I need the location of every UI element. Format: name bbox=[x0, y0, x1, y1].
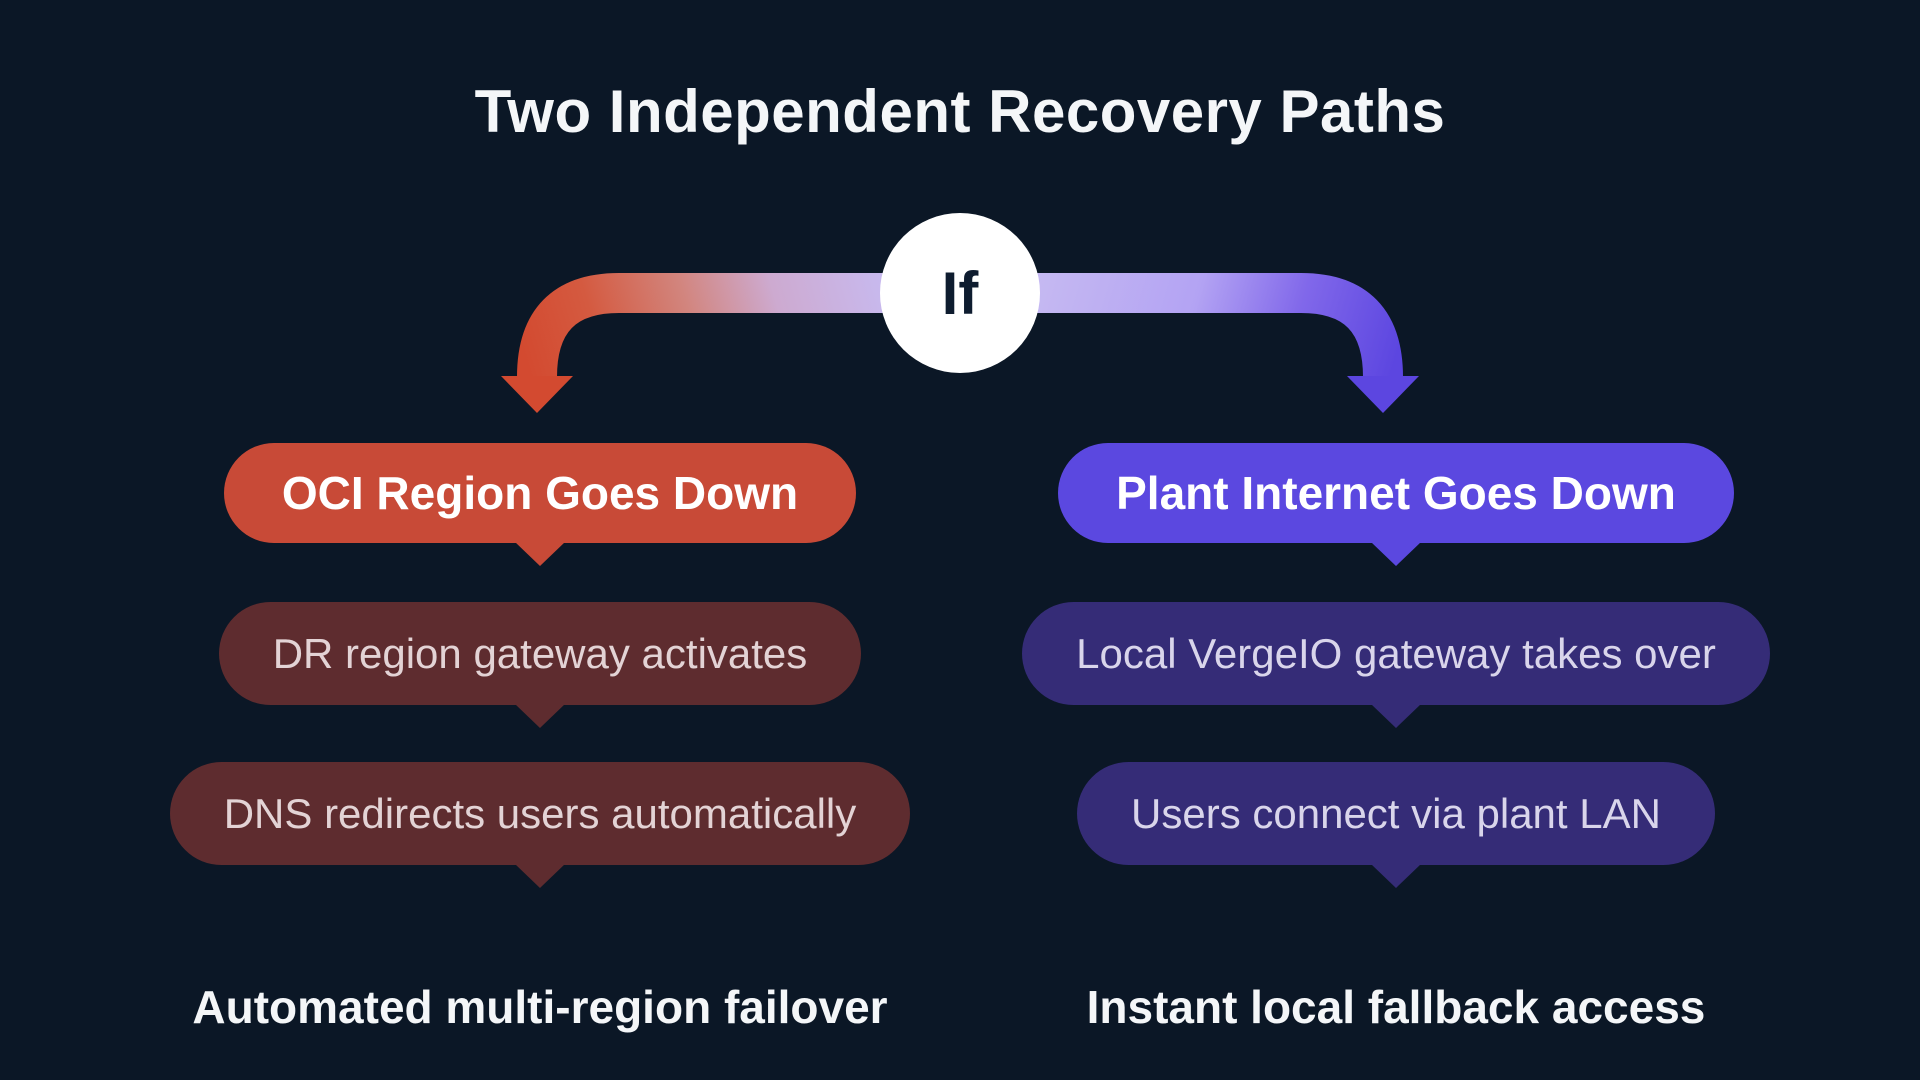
path-step-label: DNS redirects users automatically bbox=[223, 789, 857, 837]
path-outcome-plant: Instant local fallback access bbox=[1086, 981, 1706, 1033]
path-step-label: Users connect via plant LAN bbox=[1131, 789, 1661, 837]
path-step-vergeio-gateway: Local VergeIO gateway takes over bbox=[1022, 602, 1770, 705]
path-step-label: DR region gateway activates bbox=[272, 629, 808, 677]
if-label: If bbox=[941, 259, 979, 327]
recovery-path-oci: OCI Region Goes Down DR region gateway a… bbox=[90, 443, 990, 1034]
path-header-plant-internet: Plant Internet Goes Down bbox=[1058, 443, 1734, 543]
right-arrowhead-icon bbox=[1347, 376, 1419, 413]
path-header-oci-region: OCI Region Goes Down bbox=[223, 443, 857, 543]
left-arrowhead-icon bbox=[501, 376, 573, 413]
if-condition-badge: If bbox=[880, 213, 1040, 373]
path-step-plant-lan: Users connect via plant LAN bbox=[1077, 762, 1715, 865]
right-branch-arrow bbox=[960, 273, 1403, 378]
path-header-label: Plant Internet Goes Down bbox=[1116, 467, 1676, 519]
path-header-label: OCI Region Goes Down bbox=[281, 467, 799, 519]
path-step-dr-gateway: DR region gateway activates bbox=[218, 602, 862, 705]
page-title: Two Independent Recovery Paths bbox=[474, 78, 1446, 145]
path-step-dns-redirect: DNS redirects users automatically bbox=[169, 762, 911, 865]
path-step-label: Local VergeIO gateway takes over bbox=[1076, 629, 1716, 677]
recovery-path-plant: Plant Internet Goes Down Local VergeIO g… bbox=[946, 443, 1846, 1034]
left-branch-arrow bbox=[517, 273, 960, 378]
path-outcome-oci: Automated multi-region failover bbox=[192, 981, 888, 1033]
